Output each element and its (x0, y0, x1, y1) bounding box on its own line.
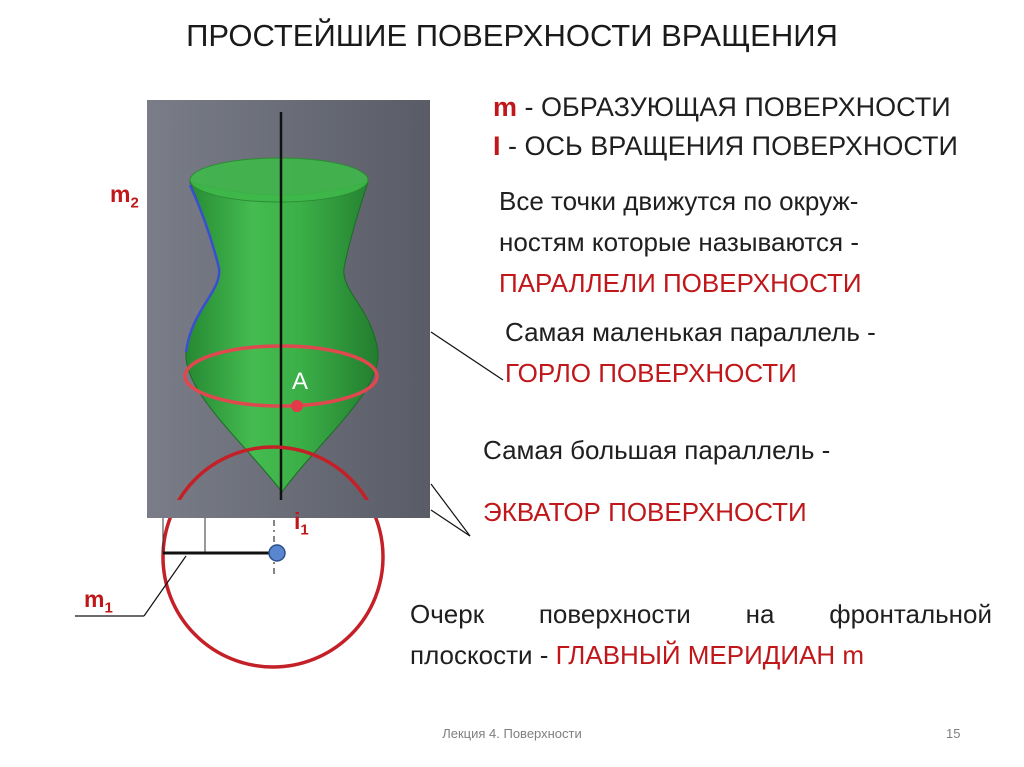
parallels-term: ПАРАЛЛЕЛИ ПОВЕРХНОСТИ (499, 268, 862, 298)
definition-m-text: - ОБРАЗУЮЩАЯ ПОВЕРХНОСТИ (517, 92, 951, 122)
throat-leader (430, 331, 504, 381)
throat-block: Самая маленькая параллель - ГОРЛО ПОВЕРХ… (505, 312, 876, 394)
parallels-block: Все точки движутся по окруж- ностям кото… (499, 181, 862, 304)
axis-point-projection (268, 544, 286, 562)
throat-line-1: Самая маленькая параллель - (505, 317, 876, 347)
parallels-line-2: ностям которые называются - (499, 227, 859, 257)
meridian-term: ГЛАВНЫЙ МЕРИДИАН m (555, 640, 865, 670)
m1-leader (143, 555, 187, 617)
label-i1: i1 (294, 508, 309, 539)
page-number: 15 (946, 726, 961, 741)
render-panel-bottom (147, 500, 430, 518)
equator-leader-1 (430, 483, 471, 537)
meridian-curve (184, 184, 221, 353)
meridian-line-2: плоскости - ГЛАВНЫЙ МЕРИДИАН m (410, 640, 865, 670)
label-point-a: A (292, 368, 309, 395)
equator-line-1: Самая большая параллель - (483, 435, 831, 465)
label-m1: m1 (84, 586, 113, 617)
definition-axis: I - ОСЬ ВРАЩЕНИЯ ПОВЕРХНОСТИ (493, 127, 958, 165)
equator-leader-2 (430, 509, 471, 537)
point-a (291, 400, 303, 412)
parallels-line-1: Все точки движутся по окруж- (499, 186, 859, 216)
definition-i-text: - ОСЬ ВРАЩЕНИЯ ПОВЕРХНОСТИ (500, 131, 958, 161)
definition-generatrix: m - ОБРАЗУЮЩАЯ ПОВЕРХНОСТИ (493, 88, 951, 126)
horizontal-projection-circle (161, 445, 385, 669)
symbol-i: I (493, 131, 501, 161)
symbol-m: m (493, 92, 518, 122)
label-m2: m2 (110, 181, 139, 212)
equator-term: ЭКВАТОР ПОВЕРХНОСТИ (483, 497, 807, 527)
page-title: ПРОСТЕЙШИЕ ПОВЕРХНОСТИ ВРАЩЕНИЯ (186, 18, 838, 53)
vase-top-rim (189, 157, 369, 203)
meridian-line-1: Очерк поверхности на фронтальной (410, 599, 992, 629)
throat-term: ГОРЛО ПОВЕРХНОСТИ (505, 358, 797, 388)
footer-text: Лекция 4. Поверхности (442, 726, 582, 741)
